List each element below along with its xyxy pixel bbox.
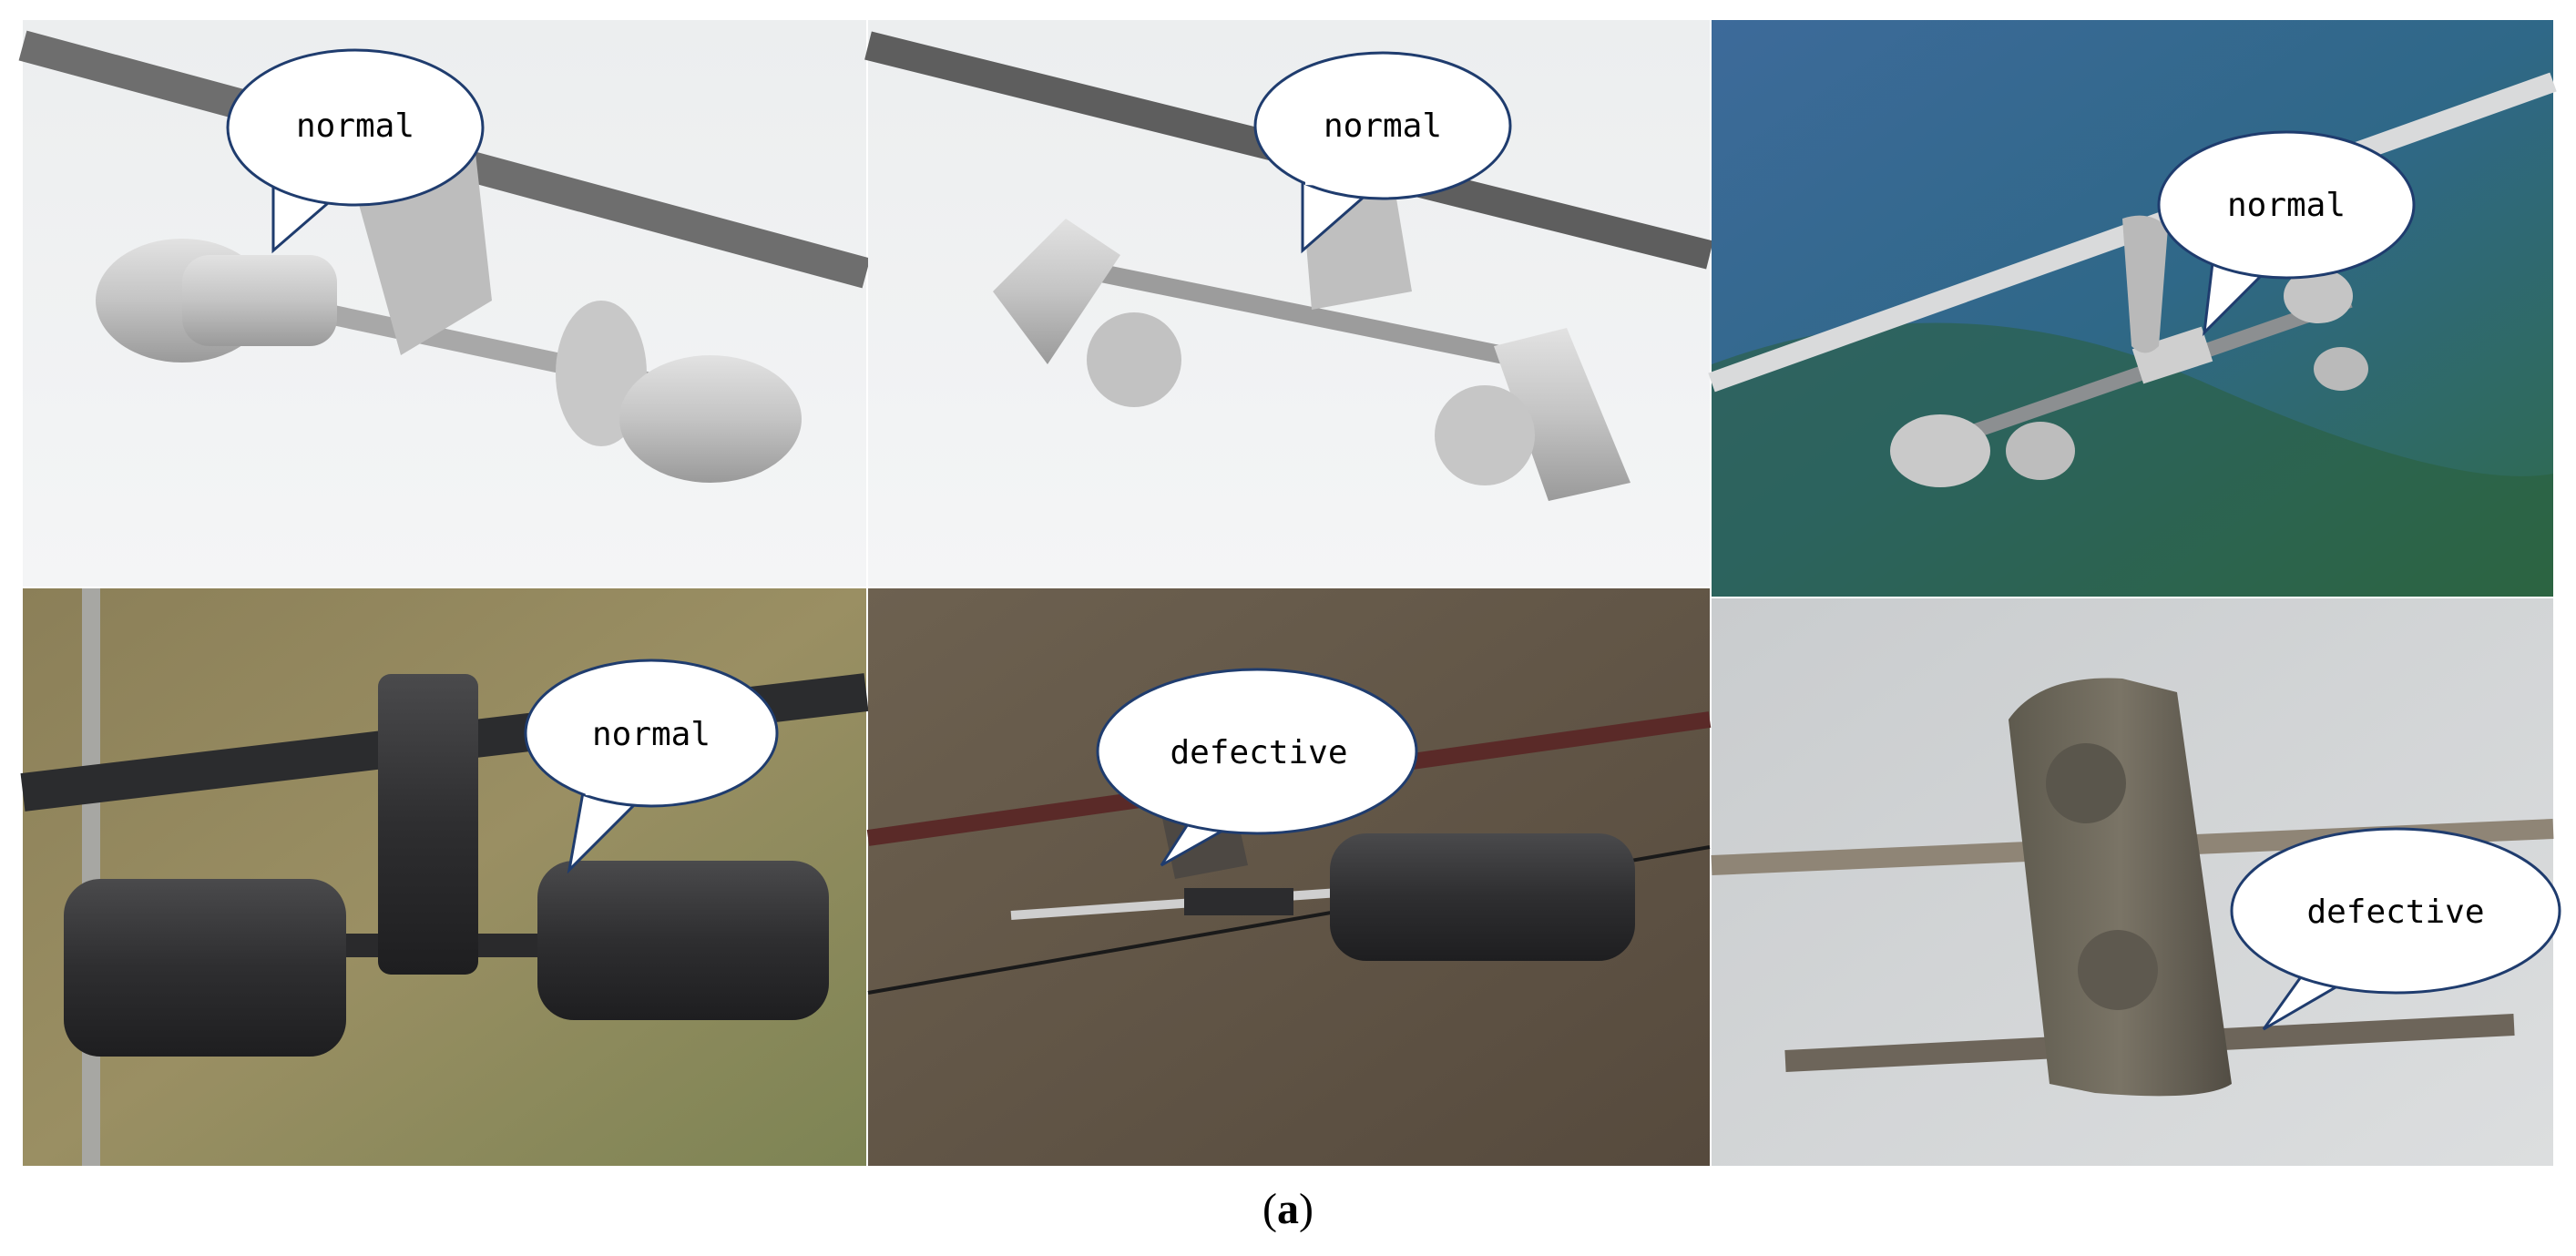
label-text-1: normal [296,107,414,145]
label-bubble-1: normal [226,48,485,254]
label-text-5: defective [1170,734,1347,771]
label-text-2: normal [1324,107,1442,145]
label-bubble-5: defective [1096,668,1418,867]
photo-panel-2 [864,20,1713,587]
figure-caption: (a) [0,1184,2576,1234]
damper-4 [64,674,829,1057]
caption-open: ( [1262,1185,1277,1233]
damper-6 [2009,678,2232,1097]
label-text-4: normal [592,716,710,753]
label-bubble-3: normal [2157,130,2416,337]
caption-letter: a [1277,1185,1299,1233]
label-bubble-6: defective [2230,827,2561,1031]
photo-panel-4 [20,588,869,1166]
damper-1 [96,137,802,483]
label-bubble-2: normal [1253,51,1512,254]
label-text-3: normal [2227,187,2346,224]
caption-close: ) [1299,1185,1314,1233]
photo-panel-6 [1711,598,2554,1166]
damper-3 [1890,215,2368,487]
label-bubble-4: normal [524,659,779,874]
label-text-6: defective [2306,893,2484,931]
photo-panel-3 [1708,20,2557,597]
